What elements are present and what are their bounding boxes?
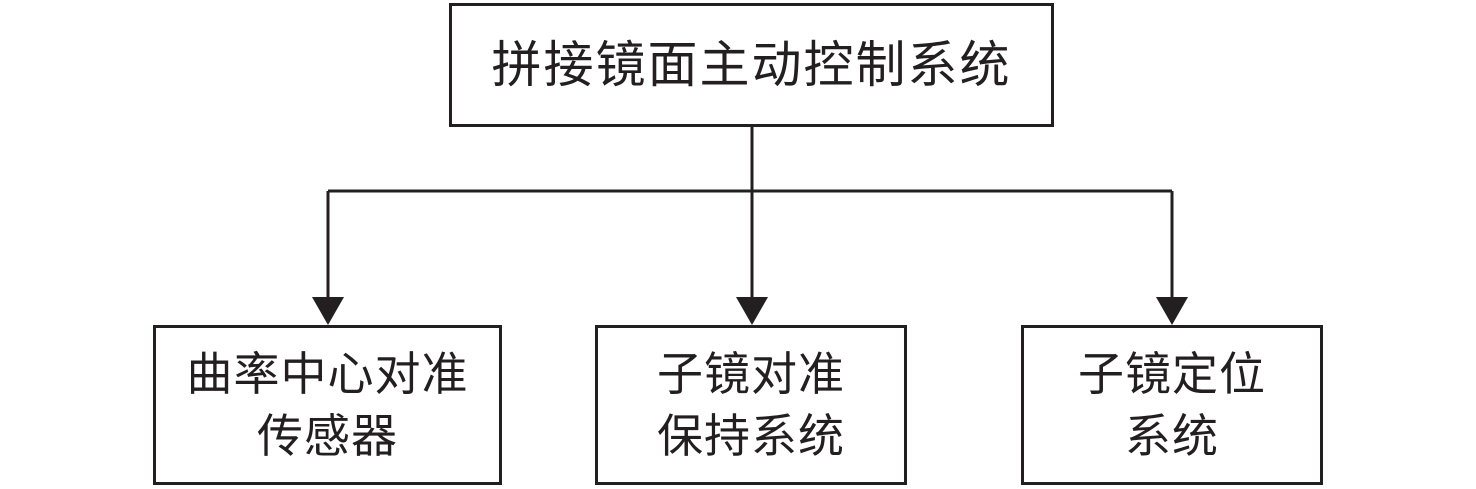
child-node-segment-positioning: 子镜定位 系统 — [1021, 325, 1323, 485]
root-node-label: 拼接镜面主动控制系统 — [491, 36, 1012, 94]
child-node-segment-alignment: 子镜对准 保持系统 — [595, 325, 907, 485]
child-node-label-line1: 子镜定位 — [1078, 347, 1266, 401]
child-node-label-line1: 子镜对准 — [657, 347, 845, 401]
root-node-box: 拼接镜面主动控制系统 — [449, 3, 1054, 127]
arrowhead-right — [1156, 297, 1188, 325]
child-node-label-line2: 系统 — [1125, 409, 1219, 463]
arrowhead-left — [312, 297, 344, 325]
arrowhead-middle — [736, 297, 768, 325]
child-node-label-line2: 传感器 — [257, 409, 398, 463]
child-node-label-line2: 保持系统 — [657, 409, 845, 463]
child-node-curvature-sensor: 曲率中心对准 传感器 — [153, 325, 502, 485]
child-node-label: 子镜定位 系统 — [1078, 343, 1266, 467]
child-node-label: 子镜对准 保持系统 — [657, 343, 845, 467]
child-node-label: 曲率中心对准 传感器 — [187, 343, 469, 467]
child-node-label-line1: 曲率中心对准 — [186, 347, 469, 401]
